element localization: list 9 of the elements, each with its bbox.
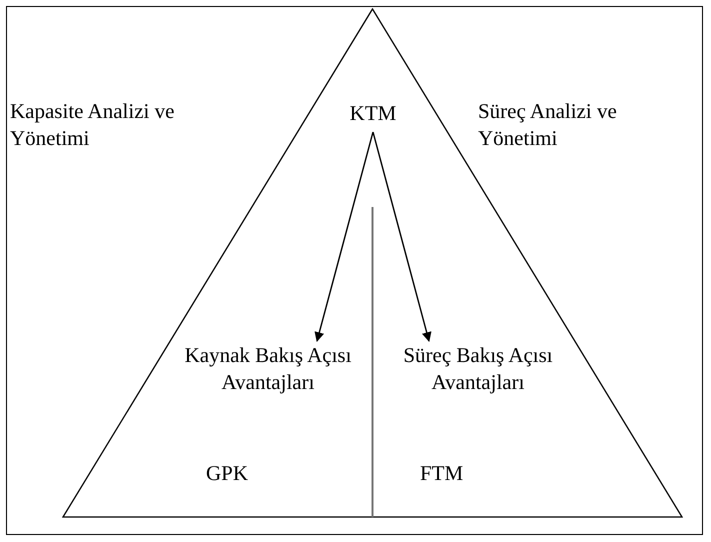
side-label: Süreç Analizi ve Yönetimi: [478, 98, 618, 152]
node-label: GPK: [206, 460, 250, 487]
region-title: Süreç Bakış Açısı Avantajları: [402, 342, 554, 396]
side-label: Kapasite Analizi ve Yönetimi: [10, 98, 176, 152]
node-label: KTM: [348, 100, 398, 127]
node-label: FTM: [420, 460, 464, 487]
arrow: [314, 132, 374, 342]
arrow: [372, 132, 432, 342]
region-title: Kaynak Bakış Açısı Avantajları: [184, 342, 352, 396]
